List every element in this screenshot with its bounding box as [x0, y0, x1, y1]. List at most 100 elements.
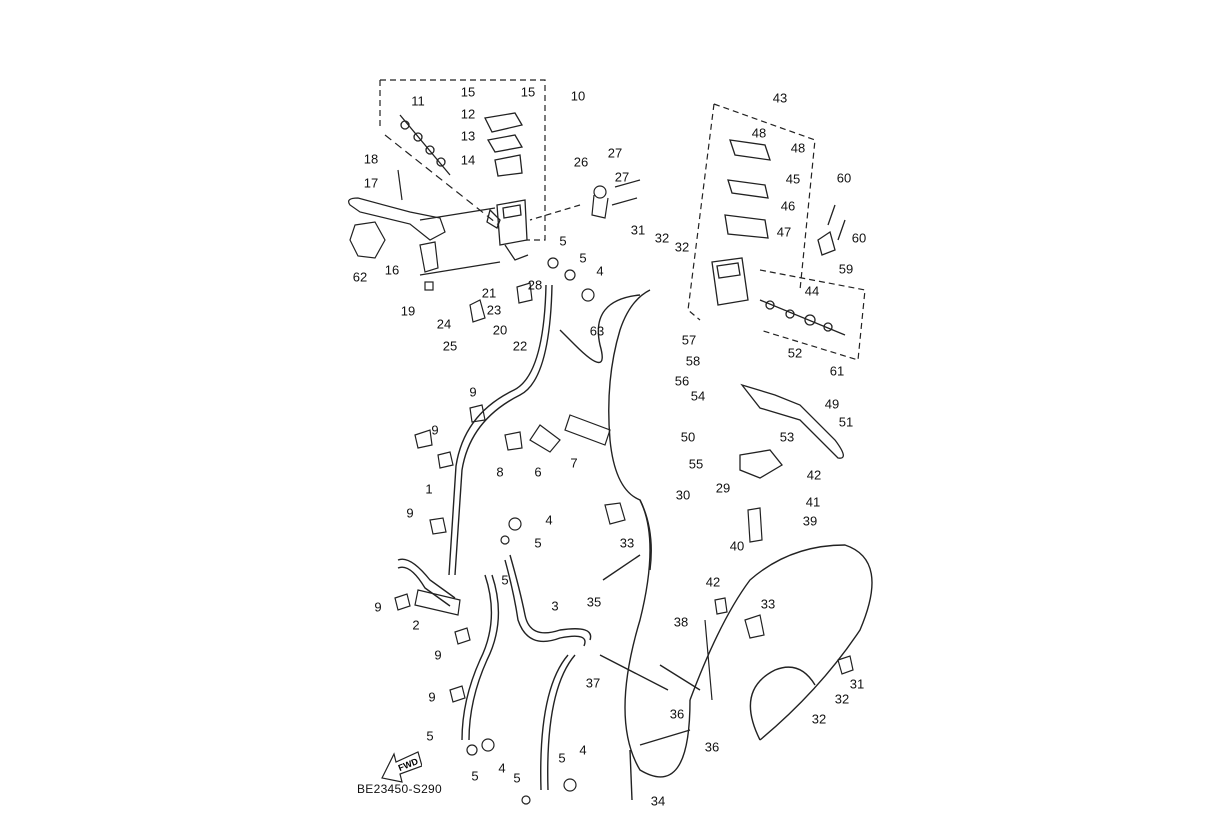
- part-number-label: 42: [806, 467, 822, 483]
- part-number-label: 42: [705, 574, 721, 590]
- part-number-label: 32: [674, 239, 690, 255]
- part-number-label: 14: [460, 152, 476, 168]
- part-number-label: 45: [785, 171, 801, 187]
- diagram-code: BE23450-S290: [357, 782, 442, 796]
- part-number-label: 5: [426, 728, 434, 744]
- part-number-label: 59: [838, 261, 854, 277]
- part-number-label: 35: [586, 594, 602, 610]
- part-number-label: 9: [428, 689, 436, 705]
- part-number-label: 5: [501, 572, 509, 588]
- part-number-label: 63: [589, 323, 605, 339]
- part-number-label: 20: [492, 322, 508, 338]
- part-number-label: 3: [551, 598, 559, 614]
- part-number-label: 4: [545, 512, 553, 528]
- part-number-label: 5: [471, 768, 479, 784]
- part-number-label: 12: [460, 106, 476, 122]
- rear-master-cylinder: [711, 139, 846, 479]
- part-number-label: 16: [384, 262, 400, 278]
- part-number-label: 25: [442, 338, 458, 354]
- part-number-label: 48: [790, 140, 806, 156]
- part-number-label: 5: [558, 750, 566, 766]
- part-number-label: 34: [650, 793, 666, 809]
- front-brake-lever: [348, 169, 533, 323]
- part-number-label: 52: [787, 345, 803, 361]
- part-number-label: 9: [469, 384, 477, 400]
- part-number-label: 33: [619, 535, 635, 551]
- part-number-label: 28: [527, 277, 543, 293]
- front-master-cylinder: [399, 112, 529, 261]
- part-number-label: 19: [400, 303, 416, 319]
- part-number-label: 31: [849, 676, 865, 692]
- part-number-label: 55: [688, 456, 704, 472]
- part-number-label: 8: [496, 464, 504, 480]
- brake-hoses: [397, 284, 873, 801]
- part-number-label: 53: [779, 429, 795, 445]
- part-number-label: 9: [434, 647, 442, 663]
- part-number-label: 39: [802, 513, 818, 529]
- part-number-label: 49: [824, 396, 840, 412]
- part-number-label: 21: [481, 285, 497, 301]
- part-number-label: 44: [804, 283, 820, 299]
- part-number-label: 57: [681, 332, 697, 348]
- part-number-label: 23: [486, 302, 502, 318]
- assembly-43-outline: [713, 103, 816, 291]
- part-number-label: 5: [513, 770, 521, 786]
- part-number-label: 9: [406, 505, 414, 521]
- part-number-label: 41: [805, 494, 821, 510]
- part-number-label: 22: [512, 338, 528, 354]
- part-number-label: 2: [412, 617, 420, 633]
- part-number-label: 46: [780, 198, 796, 214]
- part-number-label: 24: [436, 316, 452, 332]
- part-number-label: 32: [811, 711, 827, 727]
- part-number-label: 36: [704, 739, 720, 755]
- part-number-label: 26: [573, 154, 589, 170]
- part-number-label: 32: [834, 691, 850, 707]
- part-number-label: 33: [760, 596, 776, 612]
- part-number-label: 11: [411, 93, 425, 109]
- part-number-label: 40: [729, 538, 745, 554]
- part-number-label: 62: [352, 269, 368, 285]
- part-number-label: 15: [520, 84, 536, 100]
- part-number-label: 4: [579, 742, 587, 758]
- part-number-label: 9: [374, 599, 382, 615]
- part-number-label: 48: [751, 125, 767, 141]
- part-number-label: 5: [579, 250, 587, 266]
- part-number-label: 29: [715, 480, 731, 496]
- part-number-label: 51: [838, 414, 854, 430]
- part-number-label: 7: [570, 455, 578, 471]
- forward-arrow-icon: FWD: [380, 748, 423, 789]
- part-number-label: 6: [534, 464, 542, 480]
- part-number-label: 47: [776, 224, 792, 240]
- part-number-label: 9: [431, 422, 439, 438]
- part-number-label: 5: [559, 233, 567, 249]
- part-number-label: 10: [570, 88, 586, 104]
- part-number-label: 60: [836, 170, 852, 186]
- part-number-label: 43: [772, 90, 788, 106]
- bracket-26: [529, 179, 641, 221]
- part-number-label: 17: [363, 175, 379, 191]
- part-number-label: 61: [829, 363, 845, 379]
- part-number-label: 31: [630, 222, 646, 238]
- part-number-label: 15: [460, 84, 476, 100]
- part-number-label: 5: [534, 535, 542, 551]
- part-number-label: 50: [680, 429, 696, 445]
- part-number-label: 56: [674, 373, 690, 389]
- part-number-label: 38: [673, 614, 689, 630]
- part-number-label: 27: [614, 169, 630, 185]
- part-number-label: 1: [425, 481, 433, 497]
- part-number-label: 36: [669, 706, 685, 722]
- part-number-label: 60: [851, 230, 867, 246]
- part-number-label: 30: [675, 487, 691, 503]
- part-number-label: 4: [498, 760, 506, 776]
- part-number-label: 4: [596, 263, 604, 279]
- part-number-label: 58: [685, 353, 701, 369]
- part-number-label: 13: [460, 128, 476, 144]
- fittings: [394, 257, 854, 805]
- part-number-label: 27: [607, 145, 623, 161]
- part-number-label: 54: [690, 388, 706, 404]
- assembly-44-outline: [759, 269, 866, 361]
- part-number-label: 32: [654, 230, 670, 246]
- part-number-label: 18: [363, 151, 379, 167]
